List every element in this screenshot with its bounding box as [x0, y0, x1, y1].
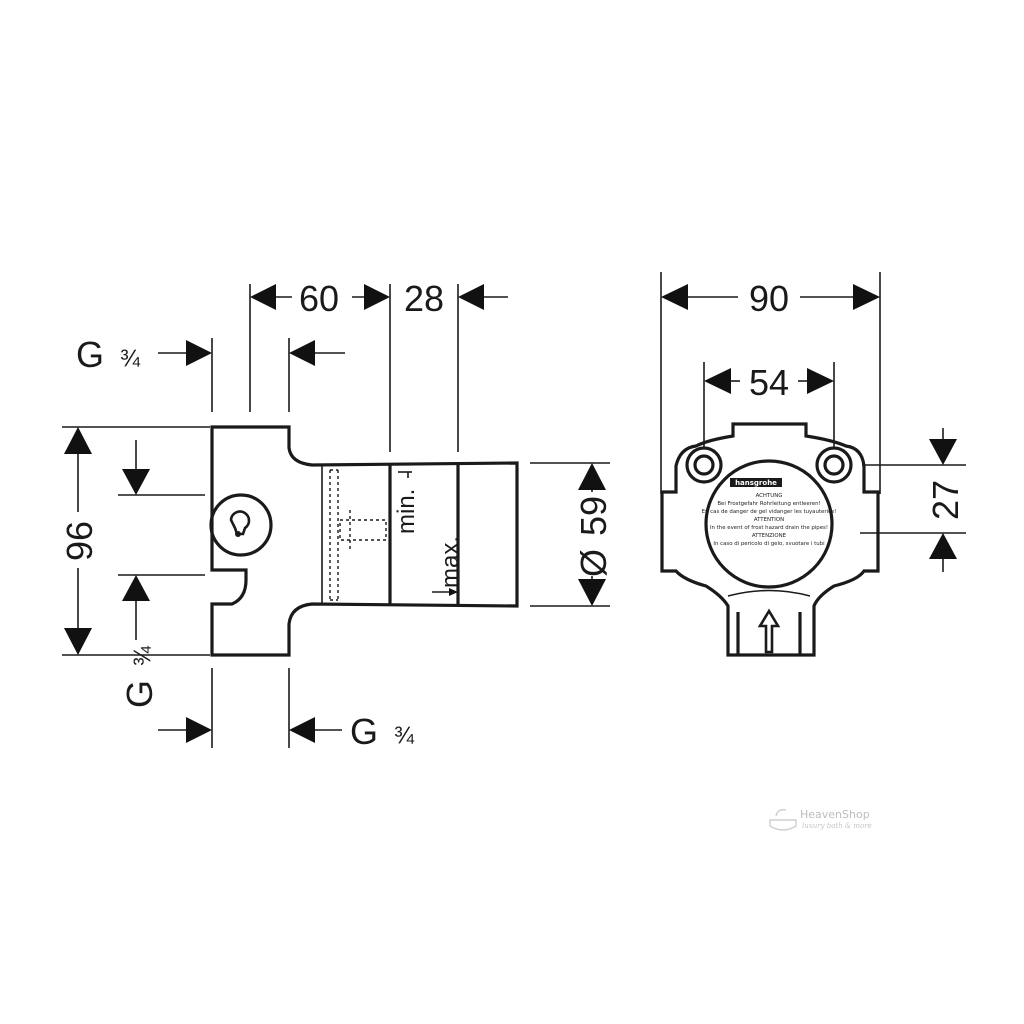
flow-direction-arrow-icon: [757, 608, 781, 654]
warning-line-5: In the event of frost hazard drain the p…: [710, 525, 828, 531]
front-extension-lines: [660, 272, 966, 534]
dim-27-label: 27: [925, 480, 966, 520]
dim-60-28: 60 28: [250, 278, 508, 319]
thread-top-g: G: [76, 334, 104, 375]
thread-top-frac: ¾: [120, 345, 141, 372]
thread-bottom-g: G: [350, 711, 378, 752]
thread-left-g: G: [119, 680, 160, 708]
bathtub-logo-icon: [769, 808, 797, 831]
thread-bottom-frac: ¾: [394, 722, 415, 749]
dim-27: 27: [925, 428, 966, 572]
warning-line-3: En cas de danger de gel vidanger les tuy…: [702, 509, 837, 515]
brand-badge: [730, 478, 782, 487]
dim-96: 96: [59, 427, 100, 655]
dim-90: 90: [661, 278, 880, 319]
warning-line-1: ACHTUNG: [756, 493, 783, 499]
dim-54: 54: [704, 362, 834, 403]
watermark-tagline: luxury bath & more: [802, 822, 872, 830]
watermark: HeavenShop luxury bath & more: [769, 808, 872, 831]
dim-90-label: 90: [749, 278, 789, 319]
brand-label: hansgrohe: [735, 479, 777, 487]
warning-line-6: ATTENZIONE: [752, 533, 787, 539]
watermark-name: HeavenShop: [800, 808, 870, 821]
thread-left-frac: ¾: [129, 645, 156, 666]
warning-line-7: In caso di pericolo di gelo, svuotare i …: [713, 541, 824, 547]
dim-54-label: 54: [749, 362, 789, 403]
valve-body-side: [209, 425, 519, 657]
min-max-markers: min. max.: [393, 471, 464, 596]
diameter-symbol: Ø: [573, 549, 614, 577]
side-port-circle: [209, 493, 273, 557]
label-max: max.: [437, 536, 464, 588]
side-extension-lines: [211, 284, 459, 748]
thread-label-top: G ¾: [76, 334, 345, 375]
screw-plug-icon: [229, 510, 251, 536]
warning-line-2: Bei Frostgefahr Rohrleitung entleeren!: [717, 501, 820, 507]
dim-60-label: 60: [299, 278, 339, 319]
thread-label-bottom: G ¾: [158, 711, 415, 752]
warning-line-4: ATTENTION: [754, 517, 784, 523]
front-view: 90 54 27: [660, 272, 966, 657]
inlet-arrows-left: G ¾: [119, 440, 160, 708]
side-view: 60 28 G ¾ 96 G ¾: [59, 278, 614, 752]
side-horizontal-extension-lines: [62, 426, 610, 656]
front-main-circle: [704, 459, 834, 589]
dim-96-label: 96: [59, 521, 100, 561]
dim-diameter-59: Ø 59: [573, 463, 614, 606]
warning-label: ACHTUNG Bei Frostgefahr Rohrleitung entl…: [702, 493, 837, 547]
valve-body-front: hansgrohe ACHTUNG Bei Frostgefahr Rohrle…: [660, 422, 880, 657]
dim-59-label: 59: [573, 496, 614, 536]
internal-cartridge-hidden: [329, 469, 387, 601]
label-min: min.: [393, 489, 420, 534]
dim-28-label: 28: [404, 278, 444, 319]
